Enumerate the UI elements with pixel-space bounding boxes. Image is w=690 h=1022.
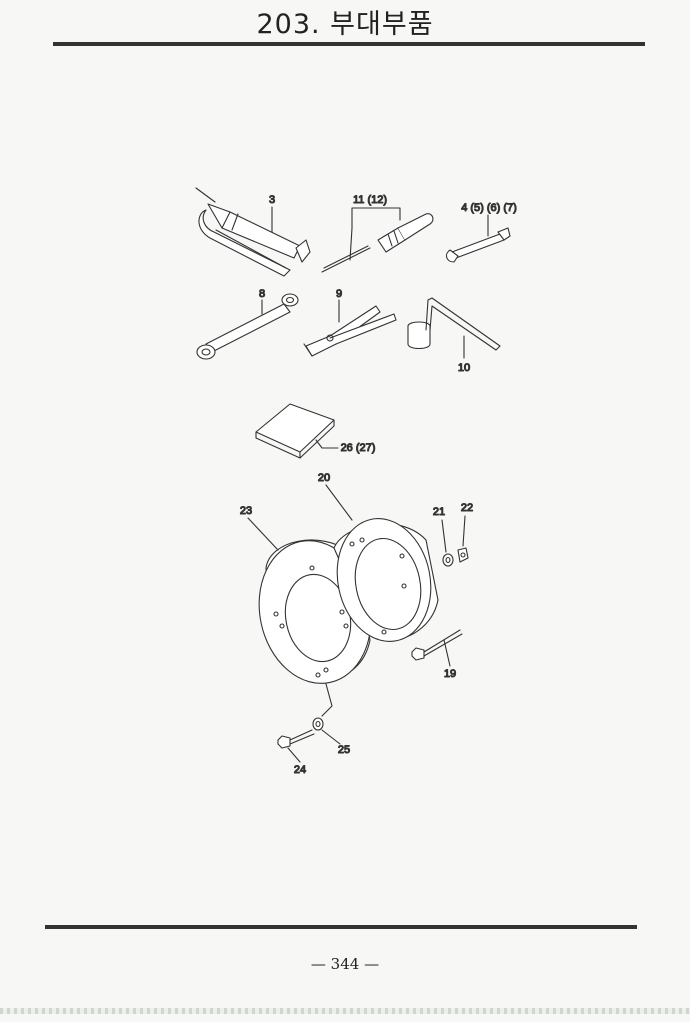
callout-23: 23 <box>240 505 252 517</box>
callout-10: 10 <box>458 362 470 374</box>
callout-8: 8 <box>259 288 265 300</box>
manual-booklet-illustration <box>255 403 335 459</box>
callout-25: 25 <box>338 744 350 756</box>
page-number: — 344 — <box>310 955 380 973</box>
callout-11-12: 11 (12) <box>353 194 387 206</box>
callout-24: 24 <box>294 764 306 776</box>
callout-4-7: 4 (5) (6) (7) <box>461 202 517 214</box>
callout-9: 9 <box>336 288 342 300</box>
callout-21: 21 <box>433 506 445 518</box>
page-title: 203. 부대부품 <box>256 9 434 40</box>
short-bolt-illustration <box>277 717 324 749</box>
callout-20: 20 <box>318 472 330 484</box>
long-bolt-illustration <box>411 629 463 661</box>
callout-3: 3 <box>269 194 275 206</box>
header-rule <box>53 42 645 46</box>
scan-edge-strip <box>0 1008 690 1014</box>
hex-key-illustration <box>407 297 501 351</box>
footer-rule <box>45 925 637 929</box>
washer-nut-illustration <box>442 547 469 567</box>
ring-wrench-illustration <box>196 293 299 360</box>
callout-26-27: 26 (27) <box>341 442 376 454</box>
open-wrench-illustration <box>445 227 511 263</box>
grease-gun-illustration <box>195 187 311 277</box>
screwdriver-illustration <box>321 213 434 273</box>
pliers-illustration <box>303 305 397 357</box>
callout-19: 19 <box>444 668 456 680</box>
callout-22: 22 <box>461 502 473 514</box>
counterweight-ring-rear <box>333 518 439 642</box>
